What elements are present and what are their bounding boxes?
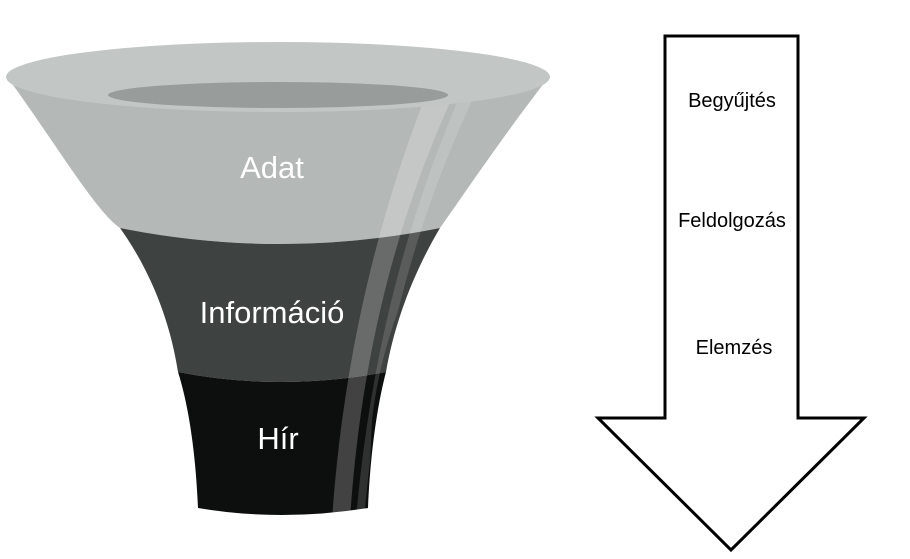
funnel-level-hir bbox=[178, 372, 386, 515]
arrow-step-elemzes: Elemzés bbox=[696, 337, 773, 359]
arrow-step-feldolgozas: Feldolgozás bbox=[678, 210, 786, 232]
data-funnel: Adat Információ Hír bbox=[6, 42, 550, 516]
arrow-step-begyujtes: Begyűjtés bbox=[688, 90, 776, 112]
funnel-highlight bbox=[332, 78, 492, 516]
funnel-level-adat bbox=[8, 78, 548, 244]
process-arrow: Begyűjtés Feldolgozás Elemzés bbox=[594, 34, 868, 553]
funnel-label-informacio: Információ bbox=[200, 295, 345, 330]
funnel-rim-inner bbox=[108, 82, 448, 108]
funnel-label-hir: Hír bbox=[257, 421, 298, 456]
funnel-label-adat: Adat bbox=[240, 150, 304, 185]
down-arrow-shape bbox=[594, 34, 868, 553]
funnel-level-informacio bbox=[120, 228, 440, 382]
